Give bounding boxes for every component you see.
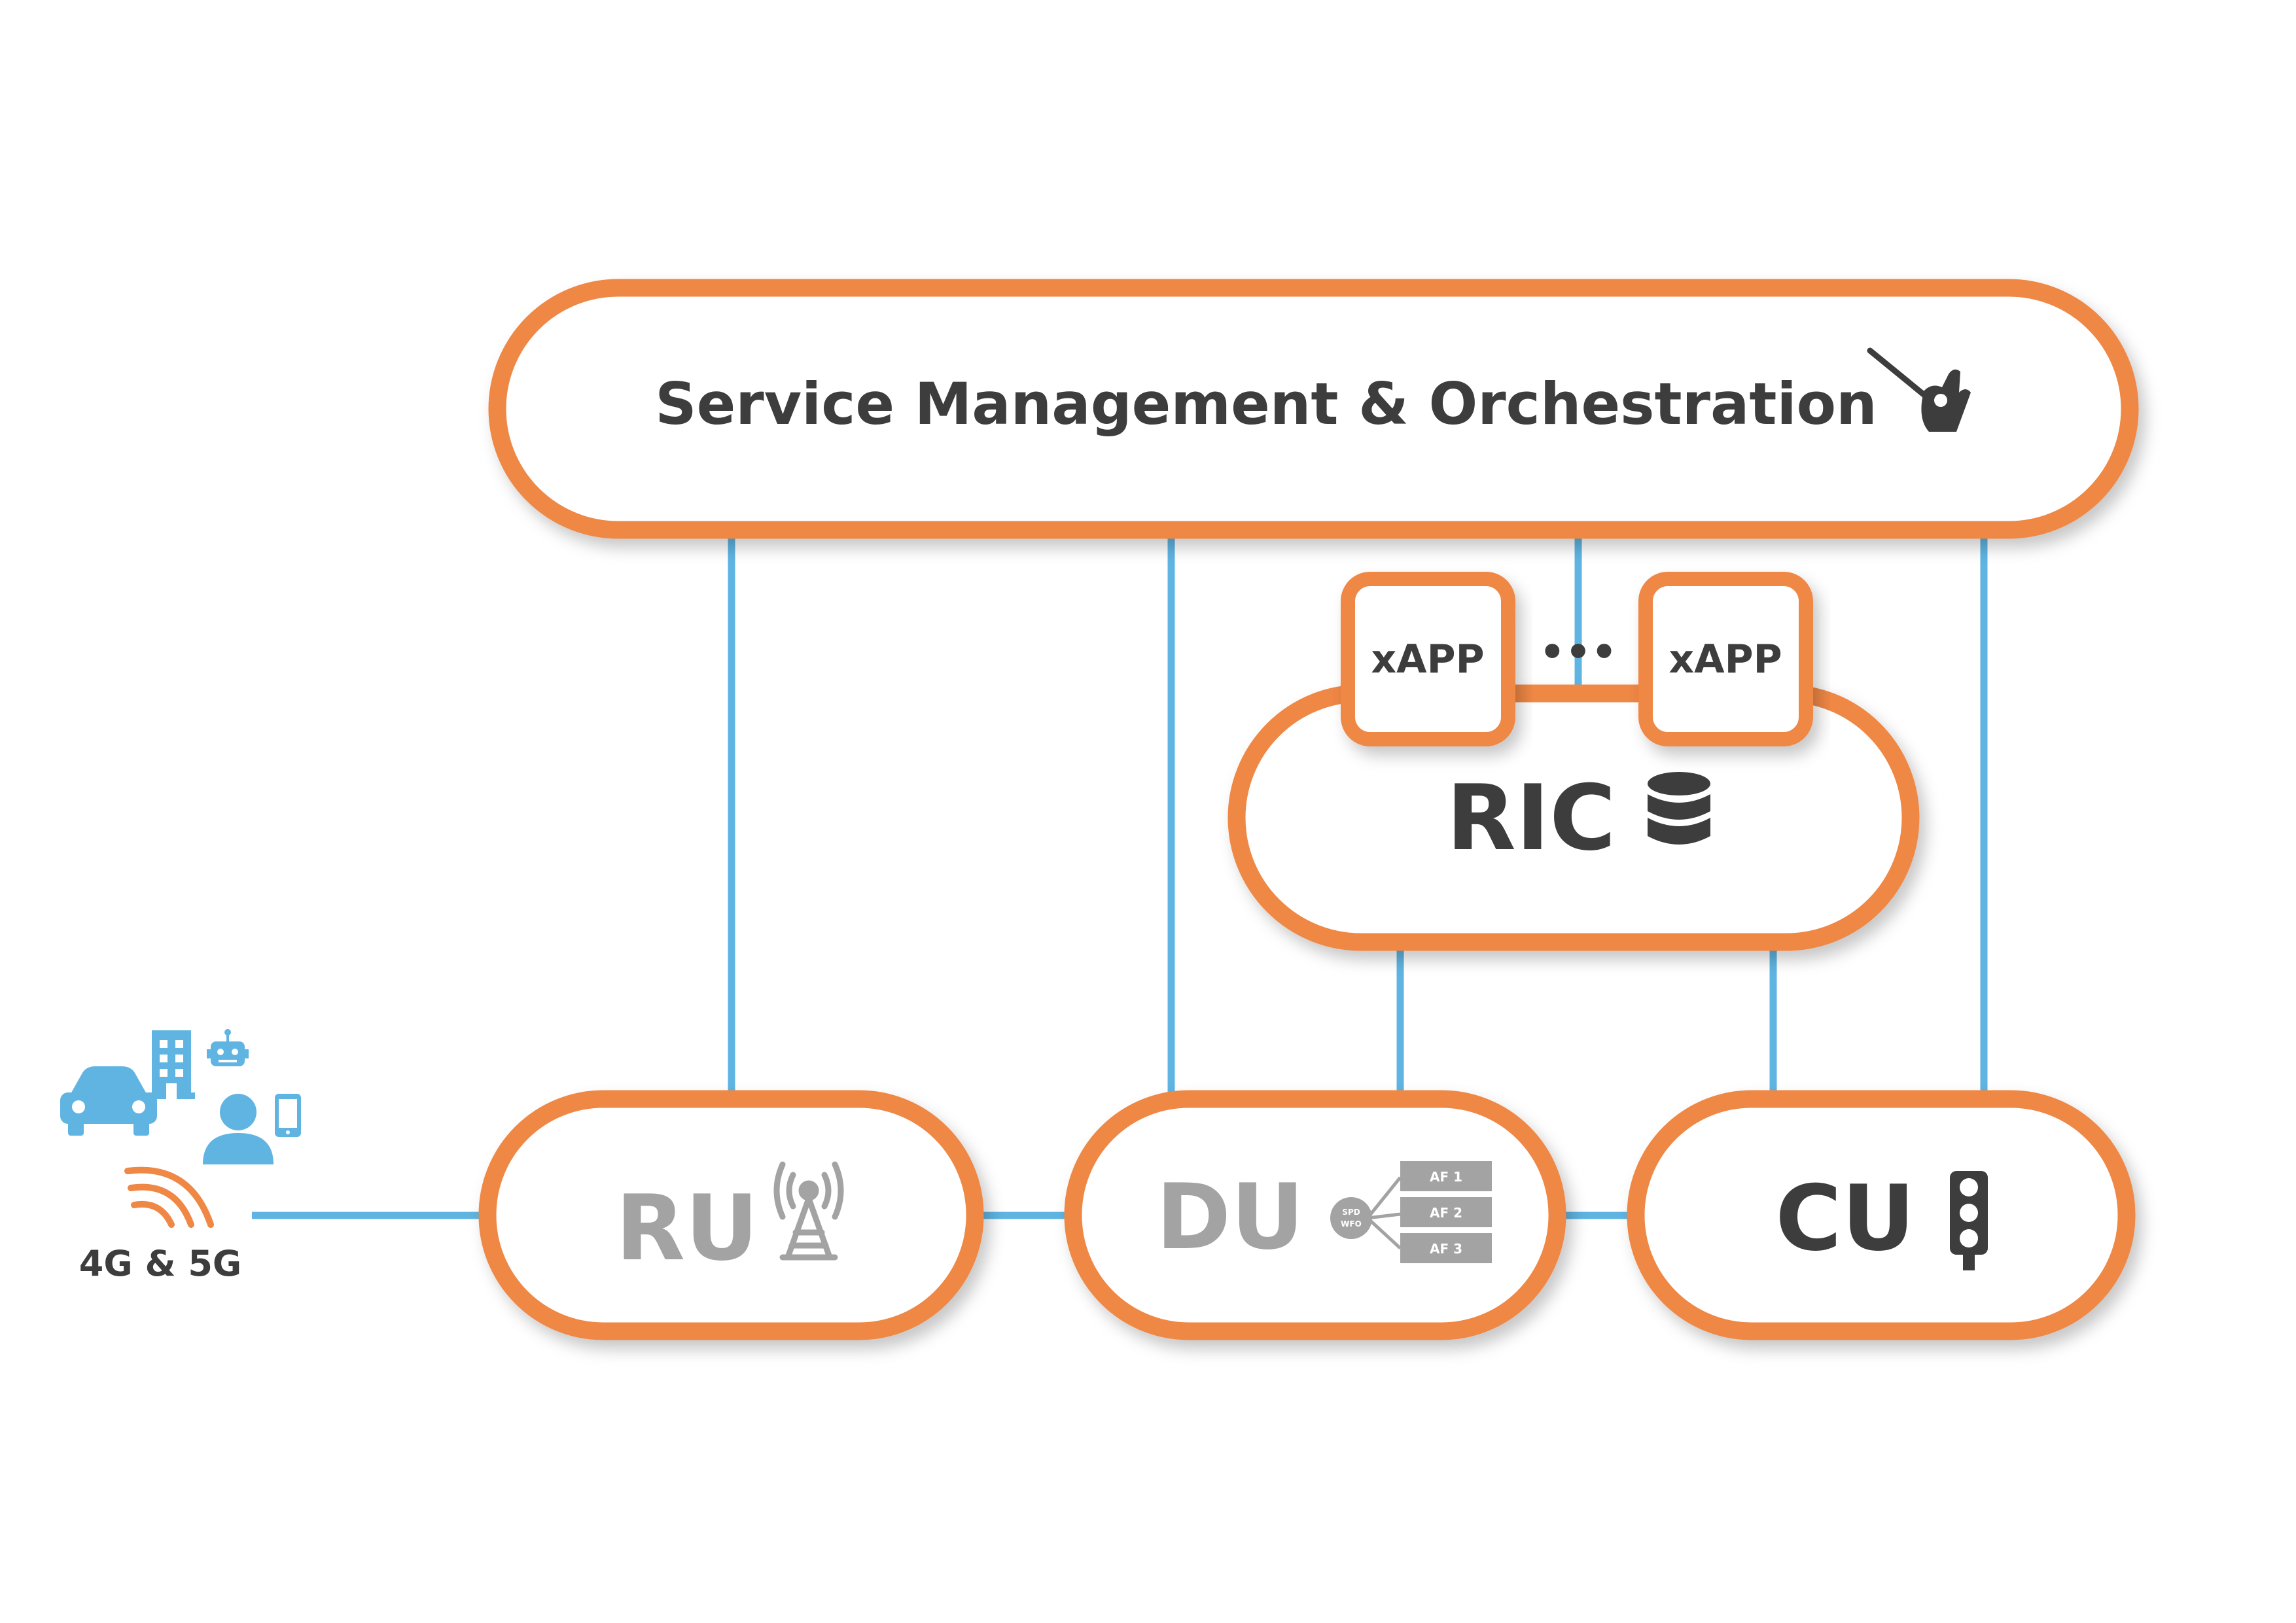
ru-pill[interactable] [478, 1090, 984, 1340]
devices-cluster: 4G & 5G [60, 1029, 301, 1284]
du-label: DU [1156, 1164, 1305, 1270]
xapp-label-2: xAPP [1669, 637, 1782, 682]
du-node-label-2: WFO [1341, 1219, 1362, 1229]
du-function-3: AF 3 [1400, 1233, 1492, 1263]
xapp-box-2[interactable]: xAPP [1638, 572, 1813, 746]
du-node [1330, 1197, 1372, 1239]
devices-label: 4G & 5G [79, 1243, 241, 1284]
svg-text:AF 1: AF 1 [1430, 1169, 1462, 1185]
xapp-box-1[interactable]: xAPP [1341, 572, 1515, 746]
du-node-label-1: SPD [1342, 1208, 1360, 1217]
ric-label: RIC [1447, 765, 1616, 871]
database-icon [1648, 772, 1710, 845]
function-stack-icon: SPD WFO AF 1 AF 2 AF 3 [1330, 1161, 1492, 1263]
car-icon [60, 1066, 157, 1136]
robot-icon [207, 1029, 249, 1066]
building-icon [148, 1030, 195, 1099]
xapp-ellipsis: ••• [1540, 628, 1617, 676]
xapp-label-1: xAPP [1371, 637, 1484, 682]
du-pill[interactable] [1064, 1090, 1566, 1340]
cu-pill[interactable] [1627, 1090, 2136, 1340]
cu-block[interactable]: CU [1627, 1090, 2136, 1340]
du-function-2: AF 2 [1400, 1197, 1492, 1227]
smo-block[interactable]: Service Management & Orchestration [488, 279, 2139, 539]
ru-label: RU [616, 1176, 758, 1281]
du-block[interactable]: DU SPD WFO AF 1 AF 2 AF 3 [1064, 1090, 1566, 1340]
svg-text:AF 3: AF 3 [1430, 1241, 1462, 1257]
ru-block[interactable]: RU [478, 1090, 984, 1340]
svg-text:AF 2: AF 2 [1430, 1205, 1462, 1221]
person-icon [203, 1094, 274, 1164]
traffic-light-icon [1950, 1171, 1988, 1270]
wireless-signal-icon [124, 1166, 214, 1228]
smo-pill[interactable] [488, 279, 2139, 539]
connection-lines [252, 530, 1988, 1219]
cu-label: CU [1775, 1166, 1915, 1271]
ric-block[interactable]: RIC [1227, 684, 1920, 951]
du-function-1: AF 1 [1400, 1161, 1492, 1191]
phone-icon [275, 1094, 301, 1137]
cell-tower-icon [773, 1161, 844, 1261]
conductor-hand-icon [1867, 347, 1971, 432]
smo-label: Service Management & Orchestration [655, 370, 1877, 438]
